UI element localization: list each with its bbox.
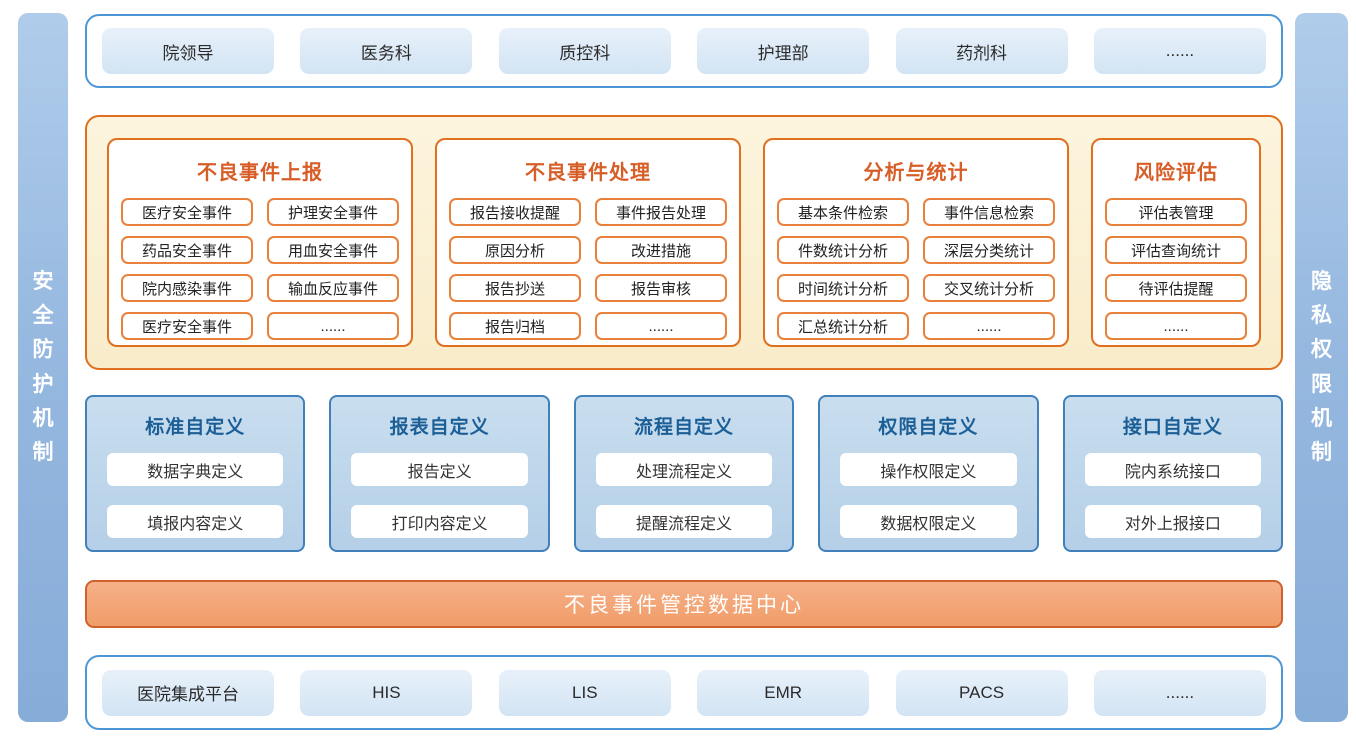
custom-definition-box: 接口自定义院内系统接口对外上报接口 <box>1062 395 1284 552</box>
function-item: 医疗安全事件 <box>121 312 253 340</box>
data-center-bar: 不良事件管控数据中心 <box>85 580 1283 628</box>
system-node: HIS <box>300 669 473 716</box>
custom-box-title: 权限自定义 <box>878 417 979 438</box>
function-item: 深层分类统计 <box>923 236 1055 264</box>
function-card: 风险评估评估表管理评估查询统计待评估提醒...... <box>1091 138 1261 347</box>
custom-box-title: 接口自定义 <box>1122 417 1223 438</box>
function-item: 改进措施 <box>595 236 727 264</box>
function-item-grid: 基本条件检索事件信息检索件数统计分析深层分类统计时间统计分析交叉统计分析汇总统计… <box>777 198 1055 340</box>
custom-definition-box: 标准自定义数据字典定义填报内容定义 <box>85 395 306 552</box>
function-item: 评估表管理 <box>1105 198 1247 226</box>
system-node: ...... <box>1093 669 1266 716</box>
function-item: 护理安全事件 <box>267 198 399 226</box>
function-item: ...... <box>923 312 1055 340</box>
function-item: 待评估提醒 <box>1105 274 1247 302</box>
department-node: 院领导 <box>102 28 274 74</box>
system-node: 医院集成平台 <box>102 669 274 716</box>
system-node: LIS <box>498 669 671 716</box>
function-item: 基本条件检索 <box>777 198 909 226</box>
rail-char: 制 <box>1311 440 1332 464</box>
custom-box-title: 标准自定义 <box>145 417 246 438</box>
custom-box-title: 流程自定义 <box>634 417 735 438</box>
custom-definition-box: 报表自定义报告定义打印内容定义 <box>329 395 550 552</box>
custom-box-item: 对外上报接口 <box>1084 505 1262 538</box>
function-item: 报告审核 <box>595 274 727 302</box>
rail-char: 隐 <box>1311 270 1332 294</box>
data-center-bar-label: 不良事件管控数据中心 <box>564 594 804 617</box>
system-row: 医院集成平台 HIS LIS EMR PACS...... <box>85 655 1283 730</box>
custom-box-item: 数据权限定义 <box>840 505 1017 538</box>
function-item: 事件信息检索 <box>923 198 1055 226</box>
function-item: ...... <box>1105 312 1247 340</box>
custom-box-item: 数据字典定义 <box>107 453 284 486</box>
custom-box-item: 打印内容定义 <box>351 505 528 538</box>
rail-char: 全 <box>32 304 54 328</box>
custom-box-title: 报表自定义 <box>389 417 490 438</box>
function-card-title: 不良事件上报 <box>197 162 323 184</box>
right-rail-privacy-mechanism: 隐私权限机制 <box>1295 13 1348 722</box>
custom-box-item: 处理流程定义 <box>595 453 773 486</box>
function-item: 医疗安全事件 <box>121 198 253 226</box>
function-item: 汇总统计分析 <box>777 312 909 340</box>
function-card-title: 分析与统计 <box>863 162 969 184</box>
function-item: 报告接收提醒 <box>449 198 581 226</box>
rail-char: 权 <box>1311 338 1332 362</box>
system-node: EMR <box>697 669 870 716</box>
function-item: 事件报告处理 <box>595 198 727 226</box>
function-card: 不良事件处理报告接收提醒事件报告处理原因分析改进措施报告抄送报告审核报告归档..… <box>435 138 741 347</box>
function-item: 输血反应事件 <box>267 274 399 302</box>
function-item: 用血安全事件 <box>267 236 399 264</box>
function-item-grid: 报告接收提醒事件报告处理原因分析改进措施报告抄送报告审核报告归档...... <box>449 198 727 340</box>
custom-box-item: 报告定义 <box>351 453 528 486</box>
function-item: 时间统计分析 <box>777 274 909 302</box>
function-section: 不良事件上报医疗安全事件护理安全事件药品安全事件用血安全事件院内感染事件输血反应… <box>85 115 1283 370</box>
custom-box-item: 操作权限定义 <box>840 453 1017 486</box>
function-item: 交叉统计分析 <box>923 274 1055 302</box>
rail-char: 制 <box>32 440 54 464</box>
rail-char: 防 <box>32 338 54 362</box>
function-item: ...... <box>595 312 727 340</box>
function-item: ...... <box>267 312 399 340</box>
department-node: 医务科 <box>300 28 473 74</box>
rail-char: 安 <box>32 270 54 294</box>
custom-definition-box: 流程自定义处理流程定义提醒流程定义 <box>573 395 795 552</box>
custom-box-item: 填报内容定义 <box>107 505 284 538</box>
function-item: 药品安全事件 <box>121 236 253 264</box>
function-item: 报告归档 <box>449 312 581 340</box>
custom-definition-section: 标准自定义数据字典定义填报内容定义报表自定义报告定义打印内容定义流程自定义处理流… <box>85 395 1284 552</box>
custom-box-item: 提醒流程定义 <box>595 505 773 538</box>
rail-char: 机 <box>1311 406 1332 430</box>
department-node: 药剂科 <box>895 28 1068 74</box>
function-item: 件数统计分析 <box>777 236 909 264</box>
rail-char: 私 <box>1311 304 1332 328</box>
function-card: 不良事件上报医疗安全事件护理安全事件药品安全事件用血安全事件院内感染事件输血反应… <box>107 138 413 347</box>
rail-char: 护 <box>32 372 54 396</box>
department-node: 护理部 <box>697 28 870 74</box>
department-row: 院领导医务科质控科护理部药剂科...... <box>85 14 1283 88</box>
custom-definition-box: 权限自定义操作权限定义数据权限定义 <box>818 395 1039 552</box>
function-item: 评估查询统计 <box>1105 236 1247 264</box>
function-item-grid: 评估表管理评估查询统计待评估提醒...... <box>1105 198 1247 340</box>
function-item: 原因分析 <box>449 236 581 264</box>
function-card-title: 风险评估 <box>1134 162 1218 184</box>
function-item: 院内感染事件 <box>121 274 253 302</box>
rail-char: 限 <box>1311 372 1332 396</box>
function-card: 分析与统计基本条件检索事件信息检索件数统计分析深层分类统计时间统计分析交叉统计分… <box>763 138 1069 347</box>
function-item-grid: 医疗安全事件护理安全事件药品安全事件用血安全事件院内感染事件输血反应事件医疗安全… <box>121 198 399 340</box>
left-rail-security-mechanism: 安全防护机制 <box>18 13 68 722</box>
rail-char: 机 <box>32 406 54 430</box>
system-node: PACS <box>895 669 1068 716</box>
function-card-title: 不良事件处理 <box>525 162 651 184</box>
department-node: 质控科 <box>498 28 671 74</box>
custom-box-item: 院内系统接口 <box>1084 453 1262 486</box>
department-node: ...... <box>1093 28 1266 74</box>
function-item: 报告抄送 <box>449 274 581 302</box>
